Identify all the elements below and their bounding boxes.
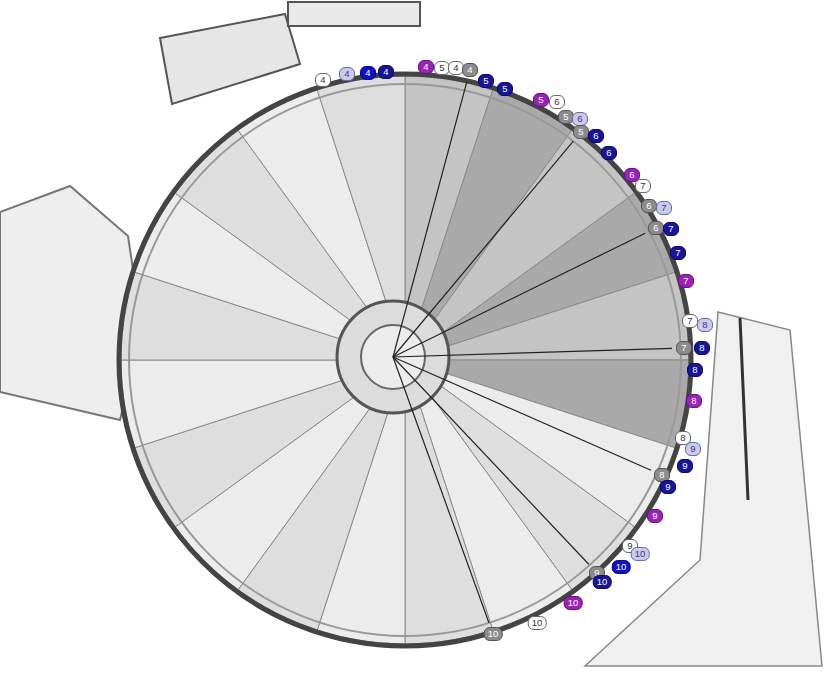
callout-number: 6 [549,95,565,109]
callout-number: 6 [641,199,657,213]
callout-number: 9 [677,459,693,473]
callout-number: 7 [682,314,698,328]
leader-line [393,141,573,357]
callout-number: 10 [484,627,503,641]
callout-number: 10 [631,547,650,561]
callout-number: 9 [660,480,676,494]
callout-number: 6 [648,221,664,235]
leader-line [393,357,651,470]
callout-number: 8 [686,394,702,408]
callout-number: 9 [685,442,701,456]
callout-number: 10 [612,560,631,574]
callout-number: 10 [593,575,612,589]
leader-line [393,82,467,357]
stair-step [121,360,367,448]
callout-number: 4 [315,73,331,87]
leader-line [393,357,589,564]
leader-line [393,357,489,623]
callout-number: 7 [676,341,692,355]
stair-step [317,76,405,322]
leader-line [393,348,672,357]
callout-number: 7 [663,222,679,236]
callout-number: 4 [462,63,478,77]
outer-wall [129,84,681,636]
callout-number: 8 [687,363,703,377]
callout-number: 7 [670,246,686,260]
callout-number: 10 [564,596,583,610]
callout-number: 8 [697,318,713,332]
outer-wall [119,74,691,646]
callout-number: 5 [497,82,513,96]
callout-number: 4 [339,67,355,81]
leader-line [393,233,645,357]
callout-number: 4 [378,65,394,79]
callout-number: 6 [572,112,588,126]
wall-block [160,14,300,104]
callout-number: 5 [573,125,589,139]
callout-number: 5 [533,93,549,107]
stair-step [443,272,689,360]
callout-number: 10 [528,616,547,630]
callout-number: 6 [601,146,617,160]
stair-step [405,398,493,644]
callout-number: 4 [418,60,434,74]
callout-number: 7 [678,274,694,288]
callout-number: 5 [478,74,494,88]
callout-number: 7 [656,201,672,215]
wall-block [288,2,420,26]
callout-number: 9 [647,509,663,523]
callout-number: 8 [694,341,710,355]
callout-number: 4 [360,66,376,80]
callout-number: 6 [588,129,604,143]
callout-number: 7 [635,179,651,193]
railing [740,318,748,500]
